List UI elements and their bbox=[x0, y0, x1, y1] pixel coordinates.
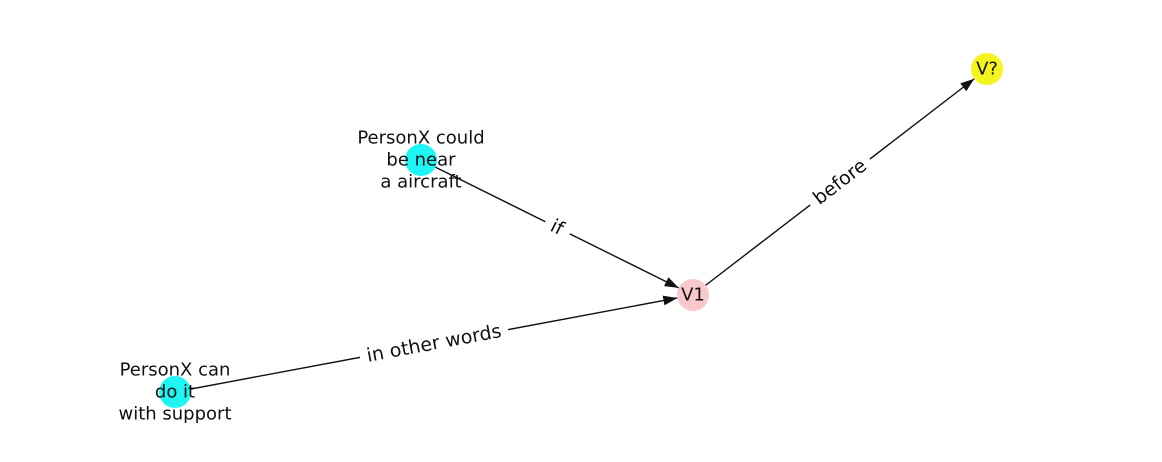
edge-label-group-e3: before bbox=[801, 147, 879, 217]
edges-layer bbox=[174, 78, 975, 393]
node-label-line: V1 bbox=[681, 285, 705, 306]
node-n2 bbox=[159, 376, 191, 408]
node-label-line: V? bbox=[976, 59, 998, 80]
edge-label-background bbox=[357, 315, 511, 372]
node-n4 bbox=[971, 53, 1003, 85]
edge-label-group-e2: in other words bbox=[357, 315, 511, 372]
node-label-n4: V? bbox=[976, 59, 998, 80]
node-label-line: be near bbox=[386, 150, 456, 171]
node-n3 bbox=[677, 279, 709, 311]
edge-label-background bbox=[801, 147, 879, 217]
node-label-line: PersonX could bbox=[357, 128, 484, 149]
node-label-n3: V1 bbox=[681, 285, 705, 306]
node-n1 bbox=[405, 144, 437, 176]
edge-label-group-e1: if bbox=[539, 209, 577, 247]
edge-label-e2: in other words bbox=[365, 320, 503, 367]
node-label-line: do it bbox=[155, 382, 195, 403]
node-label-line: with support bbox=[118, 404, 231, 425]
node-label-line: PersonX can bbox=[120, 360, 231, 381]
nodes-layer bbox=[159, 53, 1003, 408]
edge-label-background bbox=[539, 209, 577, 247]
node-label-line: a aircraft bbox=[380, 172, 461, 193]
